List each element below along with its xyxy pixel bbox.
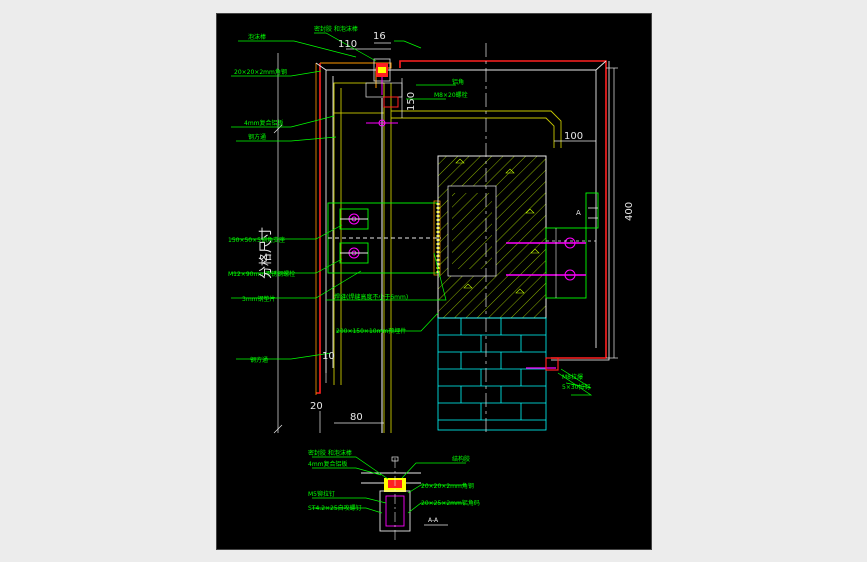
concrete-beam (437, 155, 547, 319)
steel-tube-frame (333, 82, 562, 433)
detail-label-angle25: 20×25×2mm铝角码 (421, 499, 480, 507)
label-steel-tube: 钢方通 (248, 133, 266, 141)
dim-400: 400 (624, 202, 635, 221)
label-stainless-bolt: M12×90mm不锈钢螺栓 (228, 270, 295, 278)
label-bolt-m8: M8×20螺栓 (434, 91, 468, 99)
right-bracket (506, 192, 599, 299)
dim-150: 150 (406, 92, 417, 111)
section-mark-a: A (576, 209, 581, 217)
stainless-bolts (340, 213, 368, 259)
drawing-sheet (216, 13, 652, 550)
brick-wall (437, 317, 547, 431)
dim-20: 20 (310, 401, 323, 412)
dimension-lines (273, 42, 618, 434)
top-joint (365, 58, 403, 98)
label-expansion-bolt: M8拉爆 (562, 373, 583, 381)
label-embed-plate: 200×150×10mm预埋件 (336, 327, 406, 335)
detail-label-angle20: 20×20×2mm角钢 (421, 482, 474, 490)
detail-aa (312, 456, 466, 540)
detail-label-panel: 4mm复合铝板 (308, 460, 348, 468)
label-foam-rod: 泡沫棒 (248, 33, 266, 41)
label-panel-4mm: 4mm复合铝板 (244, 119, 284, 127)
label-angle-20: 20×20×2mm角钢 (234, 68, 287, 76)
detail-label-structural: 结构胶 (452, 455, 470, 463)
dim-16: 16 (373, 31, 386, 42)
dim-100: 100 (564, 131, 583, 142)
label-aluminum-strip: 铝角 (452, 78, 464, 86)
dim-110: 110 (338, 39, 357, 50)
bottom-rivet (526, 357, 559, 371)
leader-lines (231, 32, 593, 396)
detail-label-selftap: ST4.2×25自攻螺钉 (308, 504, 362, 512)
detail-section-title: A-A (428, 517, 439, 524)
label-steel-plate: 3mm钢垫片 (242, 295, 276, 303)
label-steel-angle: 150×50×5钢角支座 (228, 236, 285, 244)
steel-angle-bracket (327, 202, 441, 274)
label-weld-note: 焊缝(焊缝高度不小于6mm) (334, 293, 408, 301)
inner-frame (315, 60, 607, 373)
dim-80: 80 (350, 412, 363, 423)
label-sealant-top: 密封胶 和泡沫棒 (314, 25, 358, 33)
bolt-m8 (366, 96, 399, 127)
dim-grid-size: 分格尺寸 (258, 227, 274, 279)
cad-drawing: 泡沫棒 密封胶 和泡沫棒 20×20×2mm角钢 4mm复合铝板 钢方通 M8×… (228, 25, 635, 540)
label-anchor: 5×30拉钉 (562, 383, 590, 391)
aggregate-marks (455, 158, 540, 294)
detail-label-rivet: M5铆拉钉 (308, 490, 335, 498)
dim-10: 10 (322, 351, 335, 362)
detail-label-sealant: 密封胶 和泡沫棒 (308, 449, 352, 457)
section-marker (588, 207, 598, 219)
label-steel-tube-lower: 钢方通 (250, 356, 268, 364)
